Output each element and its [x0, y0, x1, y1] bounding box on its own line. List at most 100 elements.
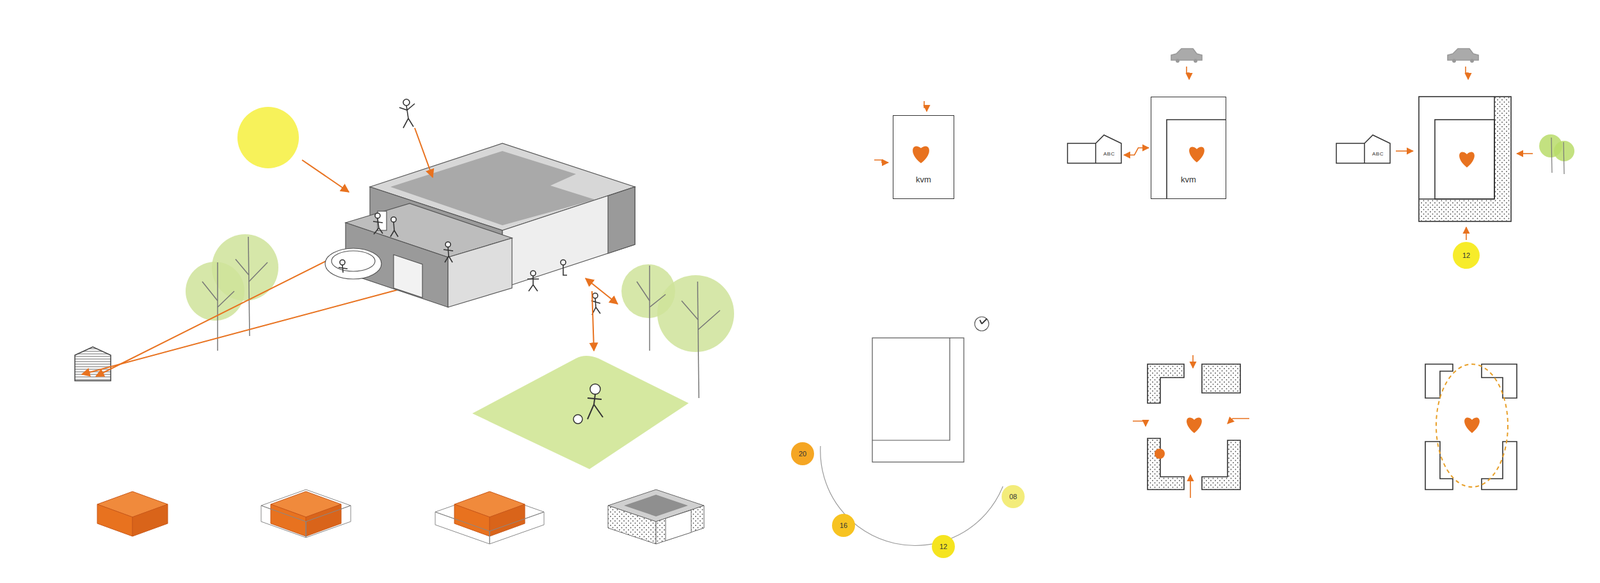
drawing-part — [1201, 440, 1241, 490]
drawing-part — [445, 241, 451, 248]
drawing-part — [872, 337, 964, 463]
drawing-part — [1154, 448, 1165, 459]
drawing-part — [1459, 152, 1475, 168]
house-shape — [1336, 135, 1391, 164]
house-icon: ABC — [1335, 134, 1391, 164]
drawing-part — [874, 160, 889, 163]
time-label: 12 — [1462, 251, 1471, 260]
drawing-part — [587, 394, 603, 420]
drawing-part — [373, 218, 383, 235]
house-icon: ABC — [1066, 134, 1122, 164]
drawing-part — [448, 238, 512, 308]
drawing-part — [1425, 364, 1453, 399]
plan-diagram — [874, 101, 929, 163]
drawing-part — [202, 281, 218, 301]
drawing-part — [1419, 199, 1511, 221]
drawing-part — [502, 186, 635, 288]
drawing-part — [1166, 119, 1227, 200]
drawing-part — [820, 446, 1003, 546]
area-label: kvm — [1180, 174, 1197, 199]
drawing-part — [1189, 147, 1205, 163]
drawing-part — [624, 494, 688, 517]
drawing-part — [530, 270, 536, 276]
drawing-part — [592, 293, 598, 299]
drawing-part — [1470, 58, 1474, 63]
drawing-part — [872, 337, 950, 441]
drawing-part — [527, 275, 539, 292]
drawing-part — [1132, 421, 1146, 427]
drawing-part — [1465, 66, 1469, 80]
drawing-part — [924, 101, 927, 112]
drawing-part — [211, 234, 279, 301]
house-label: ABC — [1372, 151, 1384, 157]
drawing-part — [560, 259, 566, 265]
drawing-part — [590, 384, 601, 395]
house-outline — [1335, 134, 1391, 164]
drawing-part — [636, 281, 650, 301]
drawing-part — [1171, 48, 1202, 61]
drawing-part — [592, 291, 594, 351]
time-label: 08 — [1009, 492, 1017, 501]
drawing-part — [1425, 441, 1453, 490]
drawing-part — [1418, 198, 1495, 200]
drawing-part — [248, 236, 250, 336]
time-label: 20 — [798, 449, 807, 458]
loop-diagram — [1425, 364, 1517, 490]
drawing-part — [261, 505, 306, 538]
drawing-part — [697, 281, 699, 399]
drawing-part — [391, 216, 397, 223]
drawing-part — [608, 186, 635, 254]
house-outline — [1066, 134, 1122, 164]
drawing-part — [338, 264, 348, 273]
drawing-part — [237, 106, 299, 169]
drawing-part — [1493, 96, 1496, 200]
drawing-part — [1147, 364, 1184, 404]
drawing-part — [132, 504, 168, 537]
drawing-part — [1436, 364, 1508, 488]
drawing-part — [302, 160, 349, 192]
house-label: ABC — [1103, 151, 1115, 157]
drawing-part — [248, 262, 268, 282]
neighbour-house — [74, 246, 405, 381]
time-circle: 12 — [1452, 241, 1480, 269]
drawing-part — [1189, 474, 1192, 498]
drawing-part — [1464, 417, 1480, 434]
drawing-part — [608, 505, 656, 544]
plan-box: kvm — [892, 115, 955, 200]
plan-box: kvm — [1150, 96, 1227, 200]
drawing-part — [339, 259, 345, 265]
drawing-part — [1395, 66, 1533, 240]
drawing-part — [974, 316, 989, 331]
drawing-part — [1132, 355, 1250, 498]
drawing-part — [1186, 417, 1202, 434]
drawing-part — [403, 99, 410, 106]
time-label: 16 — [839, 521, 848, 530]
drawing-part — [1516, 152, 1533, 155]
drawing-part — [435, 512, 490, 544]
drawing-part — [489, 512, 544, 544]
drawing-part — [325, 248, 382, 280]
drawing-part — [393, 254, 423, 298]
drawing-part — [375, 213, 381, 219]
drawing-part — [331, 250, 376, 272]
drawing-part — [1481, 441, 1517, 490]
plan-diagram — [1395, 48, 1575, 240]
drawing-part — [1395, 150, 1414, 152]
time-label: 12 — [939, 542, 948, 551]
drawing-part — [585, 278, 618, 304]
area-label: kvm — [915, 174, 932, 199]
drawing-part — [665, 510, 692, 541]
drawing-part — [657, 275, 735, 352]
drawing-part — [217, 291, 235, 308]
drawing-part — [656, 505, 704, 544]
drawing-part — [1175, 58, 1180, 63]
people — [338, 99, 601, 315]
drawing-part — [305, 505, 351, 538]
drawing-part — [979, 318, 987, 324]
drawing-part — [1447, 48, 1479, 61]
house-shape — [1067, 135, 1122, 164]
time-circle: 20 — [791, 442, 815, 466]
drawing-part — [1418, 96, 1512, 222]
